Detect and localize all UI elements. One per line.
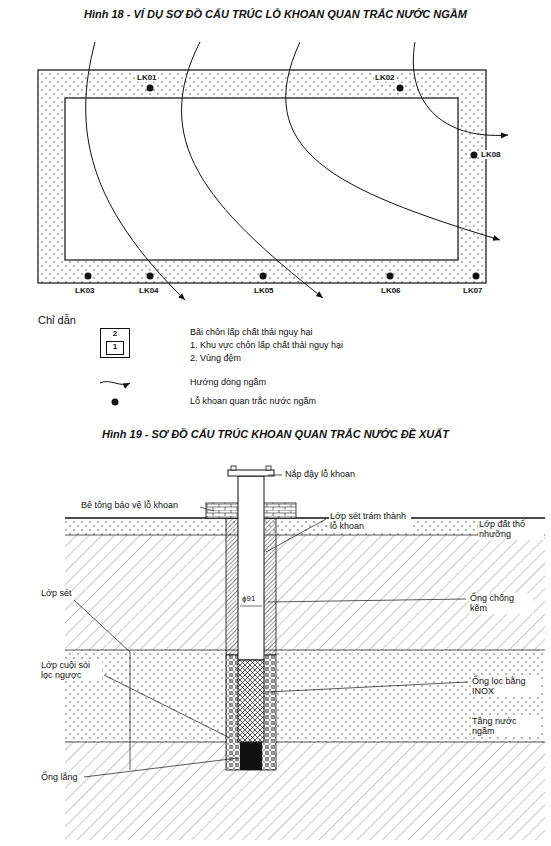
- part-label: Lớp sét trám thành lỗ khoan: [329, 511, 411, 532]
- well-label: LK03: [74, 286, 96, 295]
- part-label: Ống lắng: [40, 772, 79, 782]
- legend-text: Hướng dòng ngầm: [190, 377, 266, 387]
- figure-title: Hình 19 - SƠ ĐỒ CẤU TRÚC KHOAN QUAN TRẮC…: [20, 428, 531, 441]
- zone-number: 1: [107, 342, 123, 351]
- layer-label: Lớp đất thổ nhưỡng: [478, 519, 544, 540]
- layer-label: Tầng nước ngầm: [471, 716, 539, 737]
- part-label: Nắp đậy lỗ khoan: [284, 469, 356, 479]
- legend-heading: Chỉ dẫn: [38, 314, 76, 327]
- part-label: Ống lọc bằng INOX: [471, 676, 539, 697]
- well-label: LK05: [253, 286, 275, 295]
- part-label: Bê tông bảo vệ lỗ khoan: [80, 500, 179, 510]
- legend-text: 1. Khu vực chôn lấp chất thải nguy hại: [190, 340, 343, 350]
- well-label: LK01: [136, 73, 158, 82]
- dimension-label: ϕ91: [241, 594, 256, 603]
- legend-text: Bãi chôn lấp chất thải nguy hại: [190, 327, 313, 337]
- layer-label: Lớp sét: [40, 588, 72, 598]
- well-label: LK08: [480, 150, 502, 159]
- legend-text: Lỗ khoan quan trắc nước ngầm: [190, 396, 316, 406]
- legend-text: 2. Vùng đệm: [190, 353, 241, 363]
- zone-number: 2: [101, 329, 129, 338]
- well-label: LK04: [138, 286, 160, 295]
- part-label: Lớp cuội sỏi lọc ngược: [40, 660, 102, 681]
- part-label: Ống chống kẽm: [469, 593, 533, 614]
- well-label: LK06: [380, 286, 402, 295]
- legend-zone-box: 21: [100, 328, 130, 358]
- well-label: LK02: [374, 73, 396, 82]
- legend-zone-box: 1: [106, 341, 124, 355]
- well-label: LK07: [462, 286, 484, 295]
- figure-title: Hình 18 - VÍ DỤ SƠ ĐỒ CẤU TRÚC LỖ KHOAN …: [20, 8, 531, 21]
